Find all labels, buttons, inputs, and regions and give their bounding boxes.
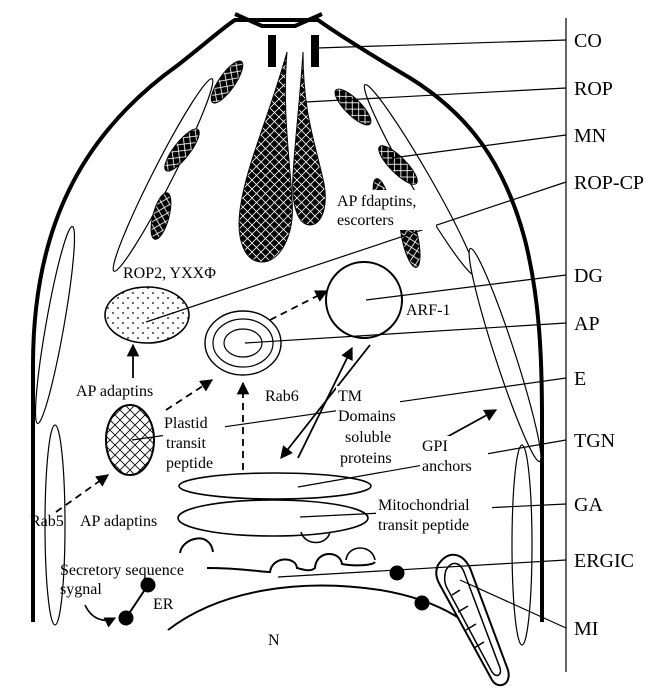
text-rab5: Rab5: [30, 513, 64, 530]
rop-cp-vesicle: [105, 287, 189, 343]
text-gpi: GPI: [422, 438, 448, 455]
arrow-endosome-ap: [166, 380, 212, 410]
subpellicular-left-top: [105, 74, 221, 276]
text-transit: transit: [166, 435, 207, 452]
rhoptry-left: [239, 52, 292, 262]
ergic-bump-right: [346, 548, 375, 560]
ergic-bump: [180, 538, 213, 553]
dense-granule: [326, 262, 402, 338]
text-ap-adaptins-upper: AP adaptins: [76, 383, 153, 400]
ap-vesicle-outer: [205, 311, 281, 375]
conoid-bar-left: [268, 35, 276, 67]
text-secretory: Secretory sequence: [60, 562, 184, 579]
ribosome: [390, 566, 405, 581]
label-mi: MI: [574, 618, 598, 640]
label-rop-cp: ROP-CP: [574, 172, 644, 194]
rhoptry-right: [293, 52, 326, 225]
text-rab6: Rab6: [265, 388, 299, 405]
subpellicular-left-mid: [29, 225, 81, 425]
arrow-ap-dg: [270, 291, 327, 320]
text-ap-fdaptins: AP fdaptins,: [337, 193, 416, 210]
text-peptide: peptide: [166, 455, 213, 472]
text-n: N: [268, 632, 280, 649]
ribosome: [415, 596, 430, 611]
arrow-gpi: [445, 410, 496, 438]
text-mitochondrial: Mitochondrial: [378, 497, 470, 514]
text-proteins: proteins: [340, 450, 392, 467]
label-dg: DG: [574, 265, 603, 287]
label-mn: MN: [574, 125, 606, 147]
secretory-curve-arrow: [85, 605, 115, 620]
label-ga: GA: [574, 494, 603, 516]
er-membrane: [207, 554, 375, 572]
label-rop: ROP: [574, 78, 613, 100]
tgn-cisterna: [179, 473, 371, 499]
ribosome: [119, 611, 134, 626]
label-tgn: TGN: [574, 430, 615, 452]
label-ap: AP: [574, 313, 600, 335]
mitochondrion: [436, 555, 508, 685]
text-transit-peptide: transit peptide: [378, 517, 469, 534]
text-soluble: soluble: [345, 429, 391, 446]
text-anchors: anchors: [422, 458, 472, 475]
conoid-bar-right: [311, 35, 319, 67]
text-escorters: escorters: [337, 212, 394, 229]
golgi-cisterna: [178, 500, 368, 536]
leader-ap: [245, 323, 566, 343]
text-ap-adaptins-lower: AP adaptins: [80, 513, 157, 530]
label-ergic: ERGIC: [574, 550, 634, 572]
text-tm: TM: [338, 388, 362, 405]
label-co: CO: [574, 30, 602, 52]
text-rop2: ROP2, YXXΦ: [123, 265, 216, 282]
endosome: [106, 405, 154, 475]
text-domains: Domains: [338, 408, 396, 425]
text-er: ER: [153, 596, 174, 613]
subpellicular-right-low: [512, 445, 532, 645]
text-sygnal: sygnal: [60, 581, 102, 598]
ribosome: [141, 578, 156, 593]
text-plastid: Plastid: [164, 415, 208, 432]
text-arf1: ARF-1: [406, 302, 450, 319]
label-e: E: [574, 368, 586, 390]
